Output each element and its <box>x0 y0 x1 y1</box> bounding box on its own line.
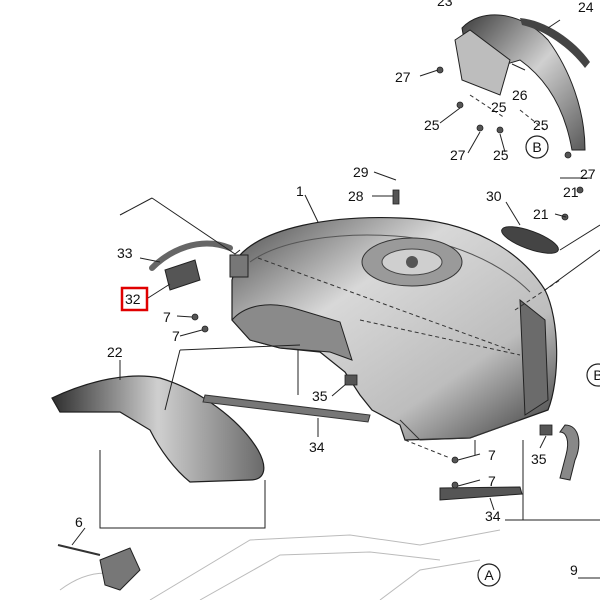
callout-32: 32 <box>125 291 141 307</box>
callout-30: 30 <box>486 188 502 204</box>
rubber-strip-left <box>202 394 371 423</box>
fasteners <box>191 66 584 489</box>
callout-9: 9 <box>570 562 578 578</box>
lower-mount <box>99 547 141 591</box>
long-bolt <box>57 544 101 556</box>
hose-clamp-bracket <box>164 259 201 291</box>
callout-23: 23 <box>437 0 453 9</box>
callout-1: 1 <box>296 183 304 199</box>
callout-7c: 7 <box>488 447 496 463</box>
callout-25c: 25 <box>533 117 549 133</box>
callout-25b: 25 <box>491 99 507 115</box>
callout-6: 6 <box>75 514 83 530</box>
callout-27b: 27 <box>450 147 466 163</box>
callout-21b: 21 <box>533 206 549 222</box>
callout-25a: 25 <box>424 117 440 133</box>
section-mark-b-upper-label: B <box>532 139 541 155</box>
section-mark-a-label: A <box>484 567 494 583</box>
callout-7a: 7 <box>163 309 171 325</box>
section-mark-b-right: B <box>586 363 600 387</box>
side-panel <box>51 375 265 483</box>
callout-24: 24 <box>578 0 594 15</box>
callout-26: 26 <box>512 87 528 103</box>
callout-7d: 7 <box>488 473 496 489</box>
callout-22: 22 <box>107 344 123 360</box>
callout-35a: 35 <box>312 388 328 404</box>
callout-21a: 21 <box>563 184 579 200</box>
callout-34a: 34 <box>309 439 325 455</box>
callout-27a: 27 <box>395 69 411 85</box>
callout-7b: 7 <box>172 328 180 344</box>
upper-cover-assembly <box>454 14 590 151</box>
callout-28: 28 <box>348 188 364 204</box>
cushion-pad <box>501 226 559 254</box>
rubber-strip-right <box>439 486 523 501</box>
leader-lines <box>71 19 600 579</box>
side-bracket <box>559 424 580 481</box>
callout-35b: 35 <box>531 451 547 467</box>
section-mark-b-upper: B <box>525 135 549 159</box>
fuel-tank <box>229 217 561 459</box>
callout-34b: 34 <box>485 508 501 524</box>
callout-25d: 25 <box>493 147 509 163</box>
callout-labels: 1 6 7 7 7 7 9 21 21 22 23 24 25 25 25 25… <box>75 0 596 578</box>
callout-33: 33 <box>117 245 133 261</box>
callout-29: 29 <box>353 164 369 180</box>
callout-27c: 27 <box>580 166 596 182</box>
highlight-box <box>120 286 149 312</box>
section-mark-b-right-label: B <box>593 367 600 383</box>
section-mark-a: A <box>477 563 501 587</box>
lower-frame-sketch <box>59 529 501 600</box>
